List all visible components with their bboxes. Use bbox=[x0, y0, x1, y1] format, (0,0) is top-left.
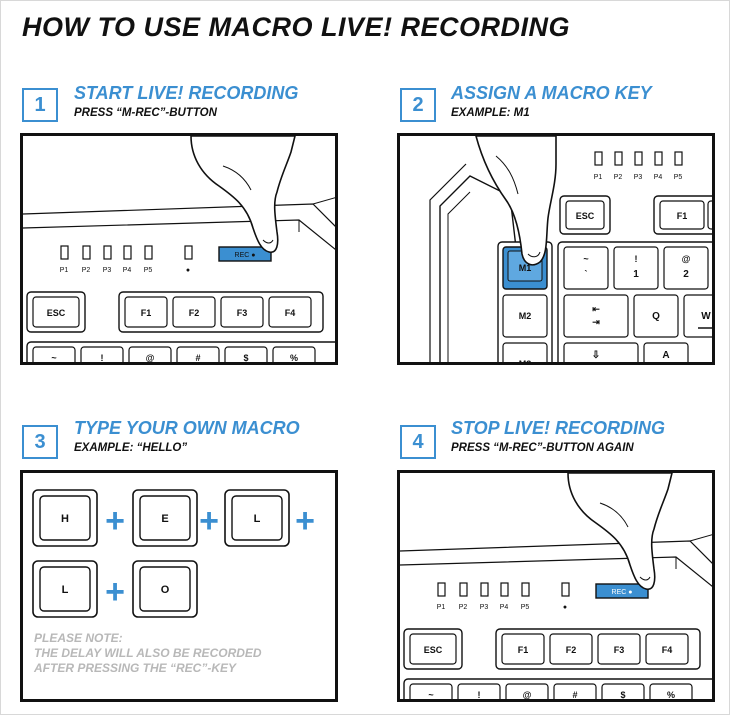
step-1-subheading: PRESS “M-REC”-BUTTON bbox=[74, 107, 217, 119]
macro-key-e-label: E bbox=[161, 513, 168, 525]
macro-key-o-label: O bbox=[161, 584, 170, 596]
at-key-label: @ bbox=[523, 690, 532, 700]
m3-key-label: M3 bbox=[519, 359, 532, 365]
p2-label: P2 bbox=[459, 604, 468, 611]
macro-key-l-2: L bbox=[32, 560, 98, 618]
step-4-number: 4 bbox=[400, 425, 436, 459]
two-top-label: @ bbox=[682, 254, 691, 264]
macro-key-o: O bbox=[132, 560, 198, 618]
p1-label: P1 bbox=[437, 604, 446, 611]
step-2-illustration: P1 P2 P3 P4 P5 ESC F1 M1 M2 M3 ~ ` ! 1 @ bbox=[397, 133, 715, 365]
step-2-subheading: EXAMPLE: M1 bbox=[451, 107, 530, 119]
tilde-key-label: ~ bbox=[428, 690, 433, 700]
plus-sign-4: + bbox=[105, 573, 125, 611]
hash-key-label: # bbox=[572, 690, 577, 700]
rec-button-label: REC ● bbox=[612, 589, 633, 596]
p4-label: P4 bbox=[654, 174, 663, 181]
p1-label: P1 bbox=[594, 174, 603, 181]
p2-label: P2 bbox=[82, 267, 91, 274]
finger-illustration bbox=[567, 473, 673, 591]
note-line-2: THE DELAY WILL ALSO BE RECORDED bbox=[34, 646, 262, 660]
p1-label: P1 bbox=[60, 267, 69, 274]
step-1-number: 1 bbox=[22, 88, 58, 122]
step-4-illustration: P1 P2 P3 P4 P5 ● REC ● ESC F1 F2 F3 F4 ~… bbox=[397, 470, 715, 702]
page-title: HOW TO USE MACRO LIVE! RECORDING bbox=[22, 12, 571, 42]
step-2-heading: ASSIGN A MACRO KEY bbox=[451, 83, 652, 103]
q-key-label: Q bbox=[652, 311, 660, 322]
step-3-subheading: EXAMPLE: “HELLO” bbox=[74, 442, 188, 454]
f4-key-label: F4 bbox=[662, 645, 673, 655]
macro-key-h-label: H bbox=[61, 513, 69, 525]
plus-sign-3: + bbox=[295, 502, 315, 540]
p5-label: P5 bbox=[674, 174, 683, 181]
step-4-subheading: PRESS “M-REC”-BUTTON AGAIN bbox=[451, 442, 634, 454]
tab-top-label: ⇤ bbox=[592, 304, 600, 314]
caps-key-label: ⇩ bbox=[592, 350, 600, 361]
f3-key-label: F3 bbox=[614, 645, 625, 655]
esc-key-label: ESC bbox=[47, 308, 66, 318]
percent-key-label: % bbox=[667, 690, 675, 700]
a-key-label: A bbox=[662, 350, 669, 361]
p5-label: P5 bbox=[144, 267, 153, 274]
exclaim-key-label: ! bbox=[101, 353, 104, 363]
tilde-top-label: ~ bbox=[583, 254, 588, 264]
percent-key-label: % bbox=[290, 353, 298, 363]
p4-label: P4 bbox=[123, 267, 132, 274]
step-4-heading: STOP LIVE! RECORDING bbox=[451, 418, 666, 438]
at-key-label: @ bbox=[146, 353, 155, 363]
two-bottom-label: 2 bbox=[683, 269, 689, 280]
f4-key-label: F4 bbox=[285, 308, 296, 318]
dollar-key-label: $ bbox=[620, 690, 625, 700]
plus-sign-2: + bbox=[199, 502, 219, 540]
p3-label: P3 bbox=[634, 174, 643, 181]
hash-key-label: # bbox=[195, 353, 200, 363]
exclaim-key-label: ! bbox=[478, 690, 481, 700]
p5-label: P5 bbox=[521, 604, 530, 611]
tilde-key-label: ~ bbox=[51, 353, 56, 363]
f1-key-label: F1 bbox=[677, 211, 688, 221]
note-line-3: AFTER PRESSING THE “REC”-KEY bbox=[34, 661, 237, 675]
p3-label: P3 bbox=[103, 267, 112, 274]
f1-key-label: F1 bbox=[518, 645, 529, 655]
f2-key-label: F2 bbox=[566, 645, 577, 655]
p3-label: P3 bbox=[480, 604, 489, 611]
one-top-label: ! bbox=[635, 254, 638, 264]
dollar-key-label: $ bbox=[243, 353, 248, 363]
profile-leds bbox=[60, 245, 193, 260]
delay-note: PLEASE NOTE: THE DELAY WILL ALSO BE RECO… bbox=[34, 631, 262, 676]
p2-label: P2 bbox=[614, 174, 623, 181]
finger-illustration bbox=[190, 136, 296, 254]
note-line-1: PLEASE NOTE: bbox=[34, 631, 123, 645]
step-3-heading: TYPE YOUR OWN MACRO bbox=[74, 418, 300, 438]
rec-button[interactable] bbox=[218, 246, 272, 262]
step-2-number: 2 bbox=[400, 88, 436, 122]
finger-illustration bbox=[475, 136, 557, 266]
record-indicator: ● bbox=[563, 604, 567, 611]
rec-button-label: REC ● bbox=[235, 252, 256, 259]
esc-key-label: ESC bbox=[576, 211, 595, 221]
macro-key-l-1: L bbox=[224, 489, 290, 547]
p4-label: P4 bbox=[500, 604, 509, 611]
macro-key-h: H bbox=[32, 489, 98, 547]
macro-key-e: E bbox=[132, 489, 198, 547]
step-3-number: 3 bbox=[22, 425, 58, 459]
tab-bottom-label: ⇥ bbox=[592, 317, 600, 327]
step-1-illustration: P1 P2 P3 P4 P5 ● REC ● ESC F1 F2 F3 F4 bbox=[20, 133, 338, 365]
m2-key-label: M2 bbox=[519, 311, 532, 321]
rec-button[interactable] bbox=[595, 583, 649, 599]
step-3-illustration: H + E + L + L + O bbox=[20, 470, 338, 702]
record-indicator: ● bbox=[186, 267, 190, 274]
m1-key-label: M1 bbox=[519, 263, 532, 273]
f2-key-label: F2 bbox=[189, 308, 200, 318]
one-bottom-label: 1 bbox=[633, 269, 639, 280]
macro-key-l-1-label: L bbox=[254, 513, 261, 525]
plus-sign-1: + bbox=[105, 502, 125, 540]
f1-key-label: F1 bbox=[141, 308, 152, 318]
f3-key-label: F3 bbox=[237, 308, 248, 318]
tilde-bottom-label: ` bbox=[585, 269, 588, 279]
esc-key-label: ESC bbox=[424, 645, 443, 655]
macro-key-l-2-label: L bbox=[62, 584, 69, 596]
w-key-label: W bbox=[701, 311, 711, 322]
step-1-heading: START LIVE! RECORDING bbox=[74, 83, 299, 103]
